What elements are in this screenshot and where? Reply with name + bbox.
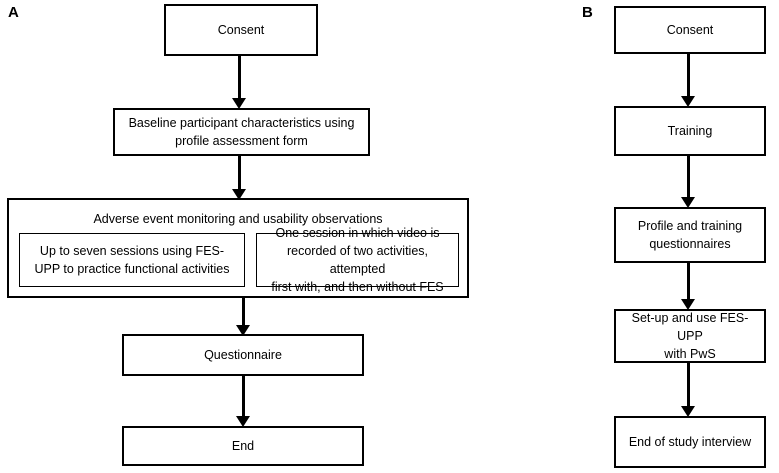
questionnaires-line-2: questionnaires — [649, 237, 731, 251]
consent-text-a: Consent — [217, 22, 265, 37]
monitoring-box: Adverse event monitoring and usability o… — [7, 198, 469, 298]
setup-box: Set-up and use FES-UPP with PwS — [614, 309, 766, 363]
sessions-line-2: UPP to practice functional activities — [34, 262, 230, 276]
questionnaires-line-1: Profile and training — [637, 218, 743, 233]
video-box: One session in which video is recorded o… — [256, 226, 459, 294]
baseline-line-1: Baseline participant characteristics usi… — [128, 115, 355, 130]
baseline-box: Baseline participant characteristics usi… — [113, 108, 370, 156]
panel-a-label: A — [8, 4, 19, 21]
interview-text: End of study interview — [628, 434, 752, 449]
end-text: End — [231, 438, 255, 453]
consent-box-a: Consent — [164, 4, 318, 56]
panel-b-label: B — [582, 4, 593, 21]
training-box: Training — [614, 106, 766, 156]
sessions-box: Up to seven sessions using FES- UPP to p… — [19, 233, 245, 287]
monitoring-title: Adverse event monitoring and usability o… — [93, 212, 383, 226]
interview-box: End of study interview — [614, 416, 766, 468]
end-box: End — [122, 426, 364, 466]
sessions-line-1: Up to seven sessions using FES- — [39, 243, 225, 258]
consent-box-b: Consent — [614, 6, 766, 54]
questionnaire-box: Questionnaire — [122, 334, 364, 376]
video-line-2: recorded of two activities, attempted — [286, 243, 429, 276]
setup-line-1: Set-up and use FES-UPP — [631, 310, 749, 343]
baseline-line-2: profile assessment form — [175, 134, 308, 148]
questionnaires-box: Profile and training questionnaires — [614, 207, 766, 263]
setup-line-2: with PwS — [664, 347, 716, 362]
video-line-3: first with, and then without FES — [271, 280, 444, 295]
consent-text-b: Consent — [666, 22, 714, 37]
questionnaire-text: Questionnaire — [204, 347, 282, 362]
training-text: Training — [667, 123, 713, 138]
video-line-1: One session in which video is — [275, 225, 440, 240]
